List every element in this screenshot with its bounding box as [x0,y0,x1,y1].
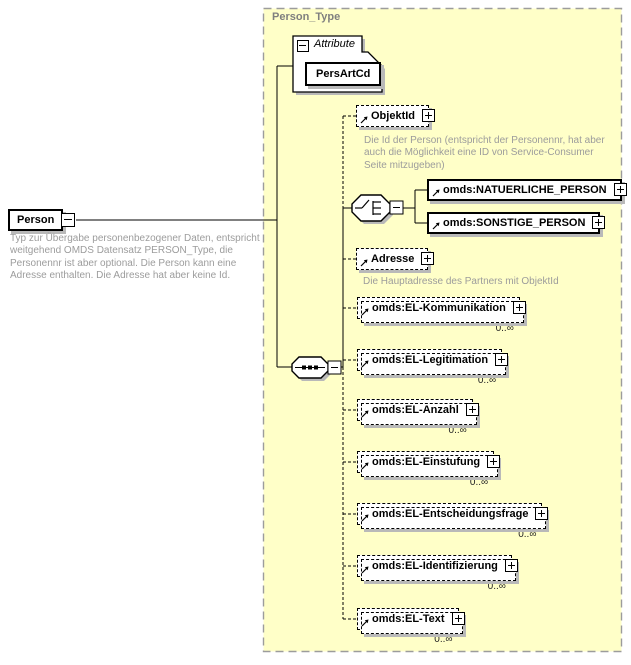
element-el-entscheidungsfrage: omds:EL-Entscheidungsfrage 0..∞ [357,503,549,540]
element-box[interactable]: ObjektId [356,105,436,127]
element-objektid: ObjektId [356,105,436,127]
reference-arrow-icon [361,359,370,368]
reference-arrow-icon [432,188,441,197]
element-annotation: Die Hauptadresse des Partners mit Objekt… [363,276,559,287]
minus-icon[interactable] [297,40,309,52]
root-element-name: Person [17,214,55,226]
reference-arrow-icon [361,618,370,627]
sequence-icon[interactable] [291,356,342,381]
element-name: omds:EL-Text [372,613,445,625]
element-name: omds:SONSTIGE_PERSON [443,217,586,229]
element-el-anzahl: omds:EL-Anzahl 0..∞ [357,399,479,436]
element-box[interactable]: omds:EL-Entscheidungsfrage [357,503,549,529]
element-name: omds:EL-Einstufung [372,456,481,468]
attribute-section-label: Attribute [314,38,355,50]
reference-arrow-icon [361,307,370,316]
element-box[interactable]: omds:EL-Text [357,608,465,634]
element-el-identifizierung: omds:EL-Identifizierung 0..∞ [357,555,518,592]
element-box[interactable]: omds:EL-Identifizierung [357,555,518,581]
element-name: omds:EL-Legitimation [372,354,489,366]
cardinality-label: 0..∞ [448,425,467,436]
plus-icon[interactable] [504,559,518,572]
plus-icon[interactable] [512,301,526,314]
reference-arrow-icon [361,565,370,574]
choice-icon[interactable] [351,194,404,224]
element-box[interactable]: omds:EL-Kommunikation [357,297,526,323]
attribute-persartcd[interactable]: PersArtCd [305,62,382,86]
plus-icon[interactable] [592,216,606,229]
plus-icon[interactable] [613,183,627,196]
element-name: omds:EL-Identifizierung [372,560,498,572]
attribute-name: PersArtCd [316,68,371,80]
element-natuerliche-person: omds:NATUERLICHE_PERSON [427,179,627,201]
minus-icon[interactable] [61,213,76,227]
solid-connectors [76,65,427,368]
root-annotation: Typ zur Übergabe personenbezogener Daten… [10,233,260,282]
element-box[interactable]: omds:EL-Einstufung [357,451,501,477]
reference-arrow-icon [360,115,369,124]
element-el-text: omds:EL-Text 0..∞ [357,608,465,645]
element-box[interactable]: omds:NATUERLICHE_PERSON [427,179,627,201]
cardinality-label: 0..∞ [487,581,506,592]
element-name: ObjektId [371,110,416,122]
cardinality-label: 0..∞ [477,375,497,386]
plus-icon[interactable] [535,507,549,520]
element-name: omds:EL-Kommunikation [372,302,506,314]
plus-icon[interactable] [451,612,465,625]
element-name: omds:EL-Anzahl [372,404,459,416]
plus-icon[interactable] [422,109,436,122]
element-box[interactable]: Adresse [356,248,435,270]
plus-icon[interactable] [495,353,509,366]
reference-arrow-icon [361,513,370,522]
person-type-panel [262,7,623,653]
plus-icon[interactable] [465,403,479,416]
element-el-einstufung: omds:EL-Einstufung 0..∞ [357,451,501,488]
cardinality-label: 0..∞ [434,634,453,645]
element-el-kommunikation: omds:EL-Kommunikation 0..∞ [357,297,526,334]
reference-arrow-icon [360,258,369,267]
element-el-legitimation: omds:EL-Legitimation 0..∞ [357,349,509,386]
cardinality-label: 0..∞ [469,477,489,488]
element-box[interactable]: omds:SONSTIGE_PERSON [427,212,606,234]
type-panel-title: Person_Type [272,11,341,23]
element-box[interactable]: omds:EL-Legitimation [357,349,509,375]
element-name: omds:NATUERLICHE_PERSON [443,184,607,196]
element-name: Adresse [371,253,415,265]
plus-icon[interactable] [487,455,501,468]
reference-arrow-icon [432,221,441,230]
element-box[interactable]: omds:EL-Anzahl [357,399,479,425]
cardinality-label: 0..∞ [495,323,514,334]
dashed-connectors [342,115,357,620]
element-annotation: Die Id der Person (entspricht der Person… [364,135,605,171]
plus-icon[interactable] [421,252,435,265]
root-element-person[interactable]: Person [8,209,76,231]
reference-arrow-icon [361,409,370,418]
element-name: omds:EL-Entscheidungsfrage [372,508,529,520]
reference-arrow-icon [361,461,370,470]
element-sonstige-person: omds:SONSTIGE_PERSON [427,212,606,234]
element-adresse: Adresse [356,248,435,270]
cardinality-label: 0..∞ [518,529,537,540]
